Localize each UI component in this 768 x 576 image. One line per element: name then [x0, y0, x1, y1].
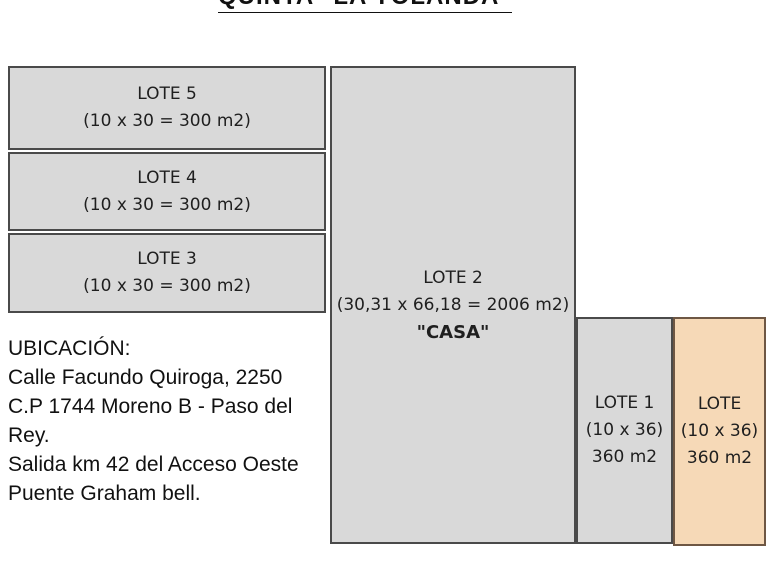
- parcel-area: 360 m2: [591, 447, 658, 467]
- parcel-name: LOTE 4: [137, 167, 197, 188]
- parcel-name: LOTE 3: [137, 249, 197, 269]
- location-line-postal-cont: Rey.: [8, 424, 50, 447]
- parcel-lote-4: LOTE 4 (10 x 30 = 300 m2): [8, 152, 326, 231]
- parcel-name: LOTE 5: [137, 84, 197, 104]
- location-line-exit: Salida km 42 del Acceso Oeste: [8, 453, 299, 476]
- parcel-name: LOTE: [697, 394, 742, 414]
- parcel-casa-label: "CASA": [416, 321, 490, 343]
- parcel-dimensions: (30,31 x 66,18 = 2006 m2): [336, 294, 570, 315]
- parcel-lote-5: LOTE 5 (10 x 30 = 300 m2): [8, 66, 326, 150]
- parcel-name: LOTE 1: [594, 393, 655, 413]
- parcel-dimensions: (10 x 36): [585, 420, 664, 440]
- location-block: UBICACIÓN: Calle Facundo Quiroga, 2250 C…: [8, 334, 328, 508]
- parcel-lote-3: LOTE 3 (10 x 30 = 300 m2): [8, 233, 326, 313]
- parcel-name: LOTE 2: [423, 267, 483, 288]
- parcel-lote-highlighted: LOTE (10 x 36) 360 m2: [673, 317, 766, 546]
- location-line-bridge: Puente Graham bell.: [8, 482, 201, 505]
- parcel-dimensions: (10 x 30 = 300 m2): [83, 194, 251, 215]
- location-line-address: Calle Facundo Quiroga, 2250: [8, 366, 283, 389]
- location-line-postal: C.P 1744 Moreno B - Paso del: [8, 395, 293, 418]
- parcel-dimensions: (10 x 30 = 300 m2): [83, 276, 251, 296]
- parcel-lote-2-casa: LOTE 2 (30,31 x 66,18 = 2006 m2) "CASA": [330, 66, 576, 544]
- parcel-dimensions: (10 x 30 = 300 m2): [83, 111, 251, 131]
- plan-title-clipped: QUINTA "LA YOLANDA": [218, 0, 512, 13]
- plan-title: QUINTA "LA YOLANDA": [218, 0, 512, 13]
- parcel-lote-1: LOTE 1 (10 x 36) 360 m2: [576, 317, 673, 544]
- parcel-dimensions: (10 x 36): [680, 421, 759, 441]
- location-heading: UBICACIÓN:: [8, 337, 131, 360]
- parcel-area: 360 m2: [686, 448, 753, 468]
